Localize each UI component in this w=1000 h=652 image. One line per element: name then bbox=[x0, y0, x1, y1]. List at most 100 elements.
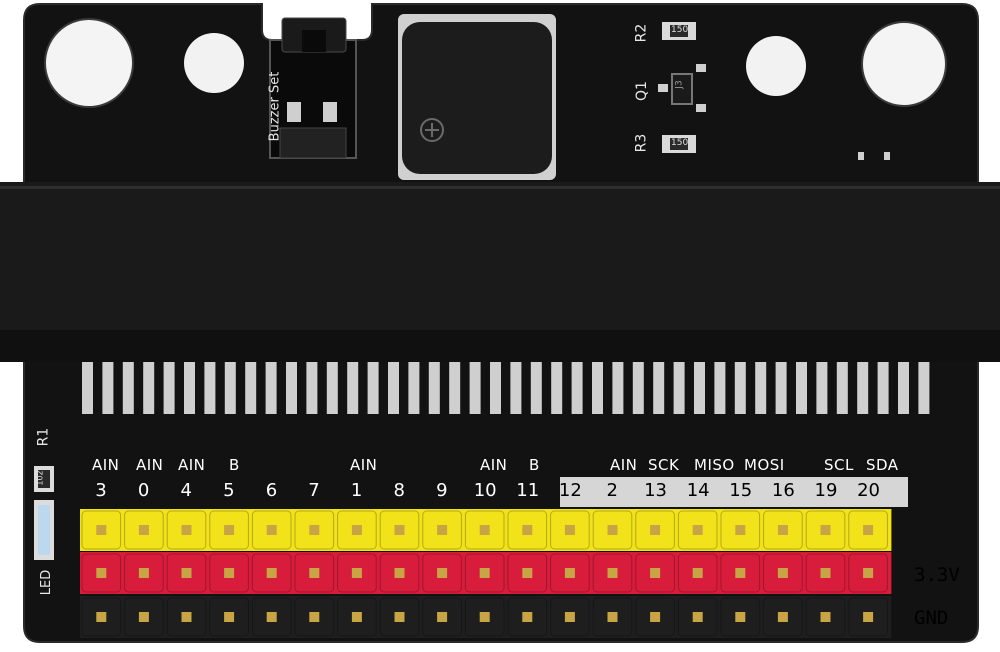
edge-connector-pin bbox=[836, 362, 848, 414]
header-pin-contact bbox=[224, 568, 235, 578]
edge-connector-pin bbox=[82, 362, 93, 414]
edge-connector bbox=[0, 182, 1000, 414]
header-pin-contact bbox=[224, 525, 235, 535]
edge-connector-pin bbox=[204, 362, 216, 414]
pin-function-label: AIN bbox=[350, 456, 378, 474]
pin-function-label: SCK bbox=[648, 456, 680, 474]
header-pin-contact bbox=[394, 525, 405, 535]
buzzer-jumper bbox=[269, 17, 357, 159]
edge-connector-pin bbox=[143, 362, 155, 414]
header-pin-contact bbox=[437, 612, 448, 622]
header-pin-contact bbox=[96, 568, 107, 578]
header-pin-contact bbox=[522, 612, 533, 622]
edge-connector-pin bbox=[571, 362, 583, 414]
mounting-hole-top-right bbox=[861, 21, 947, 107]
header-pin-contact bbox=[479, 568, 490, 578]
r3-label: R3 bbox=[633, 133, 650, 153]
pin-number-label: 6 bbox=[265, 480, 278, 501]
header-pin-contact bbox=[692, 568, 703, 578]
resistor-r1-marking: 102 bbox=[35, 470, 45, 486]
pin-number-label: 4 bbox=[180, 480, 192, 501]
resistor-r2-marking: 150 bbox=[671, 25, 689, 35]
j3-label: J3 bbox=[674, 80, 685, 89]
edge-connector-pin bbox=[408, 362, 420, 414]
pin-headers bbox=[80, 509, 892, 638]
pin-number-label: 5 bbox=[223, 480, 235, 501]
header-pin-contact bbox=[735, 612, 746, 622]
pin-function-label: SCL bbox=[824, 456, 854, 474]
edge-connector-pin bbox=[592, 362, 603, 414]
status-led bbox=[34, 466, 54, 560]
r2-label: R2 bbox=[633, 23, 650, 43]
pin-number-label: 15 bbox=[729, 480, 753, 501]
header-pin-contact bbox=[394, 568, 405, 578]
header-pin-contact bbox=[522, 525, 533, 535]
header-pin-contact bbox=[309, 568, 320, 578]
pin-number-label: 19 bbox=[814, 480, 838, 501]
header-pin-contact bbox=[224, 612, 235, 622]
header-pin-contact bbox=[692, 525, 703, 535]
pin-function-label: AIN bbox=[610, 456, 638, 474]
edge-connector-pin bbox=[286, 362, 297, 414]
header-pin-contact bbox=[863, 612, 874, 622]
buzzer-set-label: Buzzer Set bbox=[267, 71, 283, 142]
header-pin-contact bbox=[351, 525, 362, 535]
pin-function-label: AIN bbox=[136, 456, 164, 474]
resistor-r3-marking: 150 bbox=[671, 138, 689, 148]
edge-connector-pin bbox=[469, 362, 481, 414]
edge-connector-pin bbox=[653, 362, 665, 414]
power-rail-label: 3.3V bbox=[914, 564, 960, 586]
mounting-hole-top-left bbox=[44, 18, 134, 108]
header-pin-contact bbox=[735, 568, 746, 578]
pin-number-label: 1 bbox=[350, 480, 363, 501]
header-pin-contact bbox=[266, 612, 277, 622]
header-pin-contact bbox=[138, 612, 149, 622]
header-pin-contact bbox=[479, 525, 490, 535]
header-pin-contact bbox=[522, 568, 533, 578]
edge-connector-pin bbox=[694, 362, 705, 414]
edge-connector-pin bbox=[326, 362, 338, 414]
header-pin-contact bbox=[351, 612, 362, 622]
edge-connector-pin bbox=[490, 362, 501, 414]
edge-connector-pin bbox=[796, 362, 807, 414]
edge-connector-pin bbox=[755, 362, 767, 414]
header-pin-contact bbox=[564, 525, 575, 535]
header-pin-contact bbox=[181, 568, 192, 578]
edge-connector-pin bbox=[632, 362, 644, 414]
pin-number-label: 8 bbox=[393, 480, 405, 501]
header-pin-contact bbox=[863, 525, 874, 535]
header-pin-contact bbox=[437, 525, 448, 535]
pin-number-label: 0 bbox=[137, 480, 150, 501]
edge-connector-pin bbox=[388, 362, 399, 414]
pin-number-label: 16 bbox=[771, 480, 795, 501]
pin-number-label: 9 bbox=[436, 480, 448, 501]
edge-connector-pin bbox=[775, 362, 787, 414]
edge-connector-pin bbox=[816, 362, 828, 414]
pin-number-label: 14 bbox=[686, 480, 710, 501]
edge-connector-pin bbox=[265, 362, 277, 414]
pin-function-label: B bbox=[529, 456, 540, 474]
edge-connector-pin bbox=[367, 362, 379, 414]
header-pin-contact bbox=[181, 525, 192, 535]
pin-number-label: 12 bbox=[558, 480, 582, 501]
header-pin-contact bbox=[96, 525, 107, 535]
header-pin-contact bbox=[820, 525, 831, 535]
edge-connector-pin bbox=[184, 362, 195, 414]
pin-function-label: MISO bbox=[694, 456, 735, 474]
ground-rail-label: GND bbox=[914, 607, 949, 629]
header-pin-contact bbox=[777, 568, 788, 578]
pin-function-label: MOSI bbox=[744, 456, 785, 474]
pin-function-label: AIN bbox=[92, 456, 120, 474]
edge-connector-pin bbox=[673, 362, 685, 414]
pin-number-label: 2 bbox=[606, 480, 618, 501]
header-pin-contact bbox=[351, 568, 362, 578]
pin-number-label: 3 bbox=[95, 480, 107, 501]
pin-number-label: 13 bbox=[644, 480, 667, 501]
header-pin-contact bbox=[650, 612, 661, 622]
header-pin-contact bbox=[138, 525, 149, 535]
header-pin-contact bbox=[437, 568, 448, 578]
pin-function-label: AIN bbox=[178, 456, 206, 474]
header-pin-contact bbox=[309, 612, 320, 622]
header-pin-contact bbox=[607, 568, 618, 578]
header-pin-contact bbox=[607, 525, 618, 535]
